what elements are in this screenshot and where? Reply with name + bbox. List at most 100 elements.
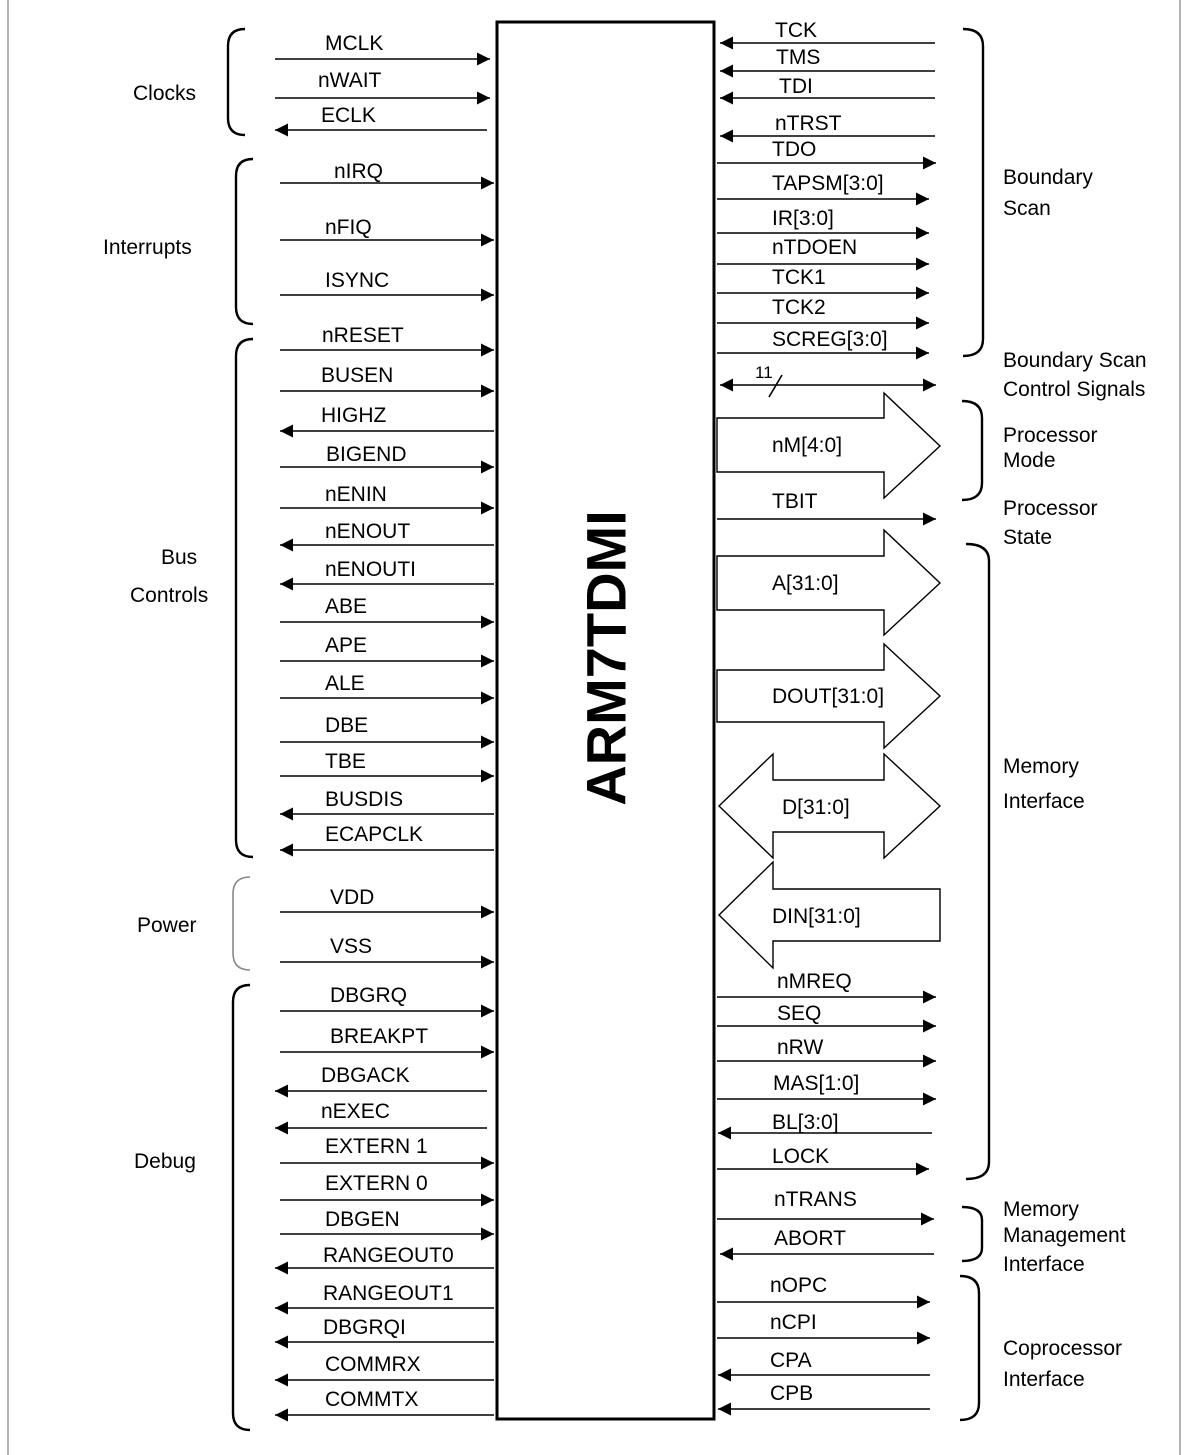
brace-coprocessor [959, 1274, 981, 1422]
signal-label: DOUT[31:0] [772, 685, 884, 708]
group-label-power: Power [137, 914, 197, 937]
signal-label: DBE [325, 714, 368, 737]
signal-label: ECAPCLK [325, 823, 423, 846]
signal-label: SEQ [777, 1002, 821, 1025]
signal-label: CPA [770, 1349, 812, 1372]
brace-power [232, 876, 251, 971]
signal-label: A[31:0] [772, 572, 839, 595]
signal-label: DBGACK [321, 1064, 410, 1087]
signal-label: TCK2 [772, 296, 826, 319]
signal-label: TCK1 [772, 266, 826, 289]
chip-name: ARM7TDMI [575, 510, 638, 806]
signal-label: nFIQ [325, 216, 372, 239]
signal-label: BUSEN [321, 364, 393, 387]
signal-label: nENOUTI [325, 558, 416, 581]
signal-label: MAS[1:0] [773, 1072, 859, 1095]
group-label-debug: Debug [134, 1150, 196, 1173]
signal-label: DBGRQI [323, 1316, 406, 1339]
brace-bus-controls [234, 337, 254, 859]
signal-label: EXTERN 1 [325, 1135, 428, 1158]
signal-label: ABORT [774, 1227, 846, 1250]
bus-width-label: 11 [755, 363, 773, 382]
left-signal-lines [275, 52, 494, 1422]
group-label-boundary-scan-control: Control Signals [1003, 378, 1145, 401]
signal-label: VDD [330, 886, 374, 909]
signal-label: RANGEOUT1 [323, 1282, 454, 1305]
signal-label: TDI [779, 75, 813, 98]
diagram-frame [7, 0, 1181, 1455]
signal-label: CPB [770, 1382, 813, 1405]
signal-label: COMMTX [325, 1388, 418, 1411]
group-label-boundary-scan: Boundary [1003, 166, 1093, 189]
group-label-memory-management: Interface [1003, 1253, 1085, 1276]
signal-label: ISYNC [325, 269, 389, 292]
bus-arrows [716, 391, 942, 970]
group-label-interrupts: Interrupts [103, 236, 192, 259]
bus-arrow-dout [716, 642, 942, 750]
signal-label: TAPSM[3:0] [772, 172, 884, 195]
brace-clocks [226, 27, 246, 137]
signal-label: ABE [325, 595, 367, 618]
group-label-memory-interface: Interface [1003, 790, 1085, 813]
brace-interrupts [234, 157, 254, 326]
right-signal-labels: TCK TMS TDI nTRST TDO TAPSM[3:0] IR[3:0]… [755, 19, 888, 1405]
left-signal-labels: MCLK nWAIT ECLK nIRQ nFIQ ISYNC nRESET B… [318, 32, 454, 1411]
signal-label: IR[3:0] [772, 207, 834, 230]
signal-label: nMREQ [777, 970, 852, 993]
right-signal-lines [717, 36, 936, 1416]
signal-label: D[31:0] [782, 796, 850, 819]
group-label-memory-interface: Memory [1003, 755, 1079, 778]
signal-label: BL[3:0] [772, 1111, 839, 1134]
signal-label: BREAKPT [330, 1025, 428, 1048]
group-label-memory-management: Management [1003, 1224, 1126, 1247]
brace-memory-interface [965, 542, 991, 1181]
signal-label: nEXEC [321, 1100, 390, 1123]
signal-label: nM[4:0] [772, 434, 842, 457]
signal-label: TDO [772, 138, 816, 161]
signal-label: nWAIT [318, 69, 382, 92]
signal-label: APE [325, 634, 367, 657]
chip-body [495, 20, 716, 1421]
group-label-coprocessor: Coprocessor [1003, 1337, 1122, 1360]
group-label-processor-mode: Processor [1003, 424, 1098, 447]
bus-arrow-din [718, 860, 941, 970]
signal-label: TBE [325, 750, 366, 773]
group-label-processor-state: State [1003, 526, 1052, 549]
bus-arrow-a [716, 528, 942, 637]
group-label-processor-mode: Mode [1003, 449, 1056, 472]
group-braces [226, 27, 991, 1432]
signal-label: SCREG[3:0] [772, 328, 888, 351]
signal-label: TCK [775, 19, 817, 42]
group-label-boundary-scan: Scan [1003, 197, 1051, 220]
signal-label: EXTERN 0 [325, 1172, 428, 1195]
brace-processor-mode [961, 399, 984, 502]
group-label-clocks: Clocks [133, 82, 196, 105]
signal-label: nTRANS [774, 1188, 857, 1211]
group-label-bus-controls: Bus [161, 546, 197, 569]
bus-arrow-nm [716, 391, 942, 500]
group-label-memory-management: Memory [1003, 1198, 1079, 1221]
signal-label: DIN[31:0] [772, 905, 861, 928]
signal-label: nRW [777, 1036, 823, 1059]
signal-label: ECLK [321, 104, 376, 127]
signal-label: BUSDIS [325, 788, 403, 811]
signal-label: MCLK [325, 32, 383, 55]
signal-label: nRESET [322, 324, 404, 347]
signal-label: DBGRQ [330, 984, 407, 1007]
signal-label: nTRST [775, 112, 842, 135]
signal-label: nOPC [770, 1274, 827, 1297]
signal-label: ALE [325, 672, 365, 695]
group-label-bus-controls: Controls [130, 584, 208, 607]
brace-memory-management [961, 1205, 984, 1263]
bus-arrow-d [717, 752, 942, 860]
signal-label: TMS [776, 46, 820, 69]
brace-boundary-scan [962, 27, 985, 358]
signal-label: BIGEND [326, 443, 407, 466]
signal-label: nCPI [770, 1311, 817, 1334]
signal-label: nENOUT [325, 520, 410, 543]
group-labels: Clocks Interrupts Bus Controls Power Deb… [103, 82, 1147, 1391]
signal-label: nIRQ [334, 160, 383, 183]
signal-label: VSS [330, 935, 372, 958]
signal-label: LOCK [772, 1145, 829, 1168]
